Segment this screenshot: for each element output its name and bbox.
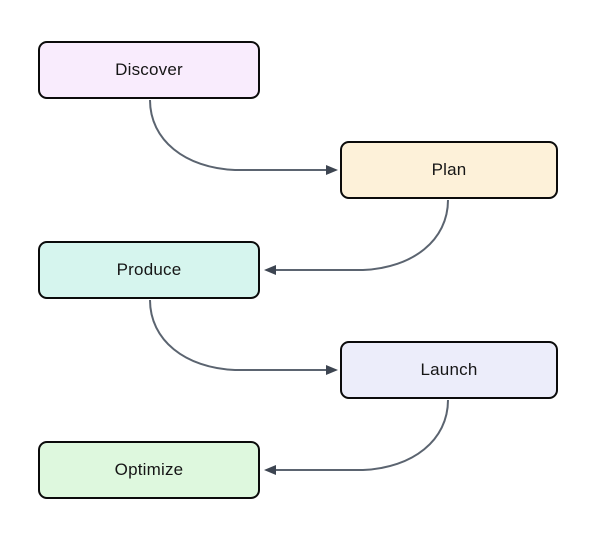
node-launch: Launch [340,341,558,399]
edge-launch-to-optimize [264,399,449,475]
edge-discover-to-plan [149,99,338,175]
node-produce: Produce [38,241,260,299]
node-discover-label: Discover [115,60,183,79]
node-optimize: Optimize [38,441,260,499]
node-discover: Discover [38,41,260,99]
edge-plan-to-produce [264,199,449,275]
edge-produce-to-launch [149,299,338,375]
node-launch-label: Launch [420,360,478,379]
node-plan-label: Plan [431,160,467,179]
node-plan: Plan [340,141,558,199]
node-optimize-label: Optimize [114,460,184,479]
node-produce-label: Produce [116,260,182,279]
